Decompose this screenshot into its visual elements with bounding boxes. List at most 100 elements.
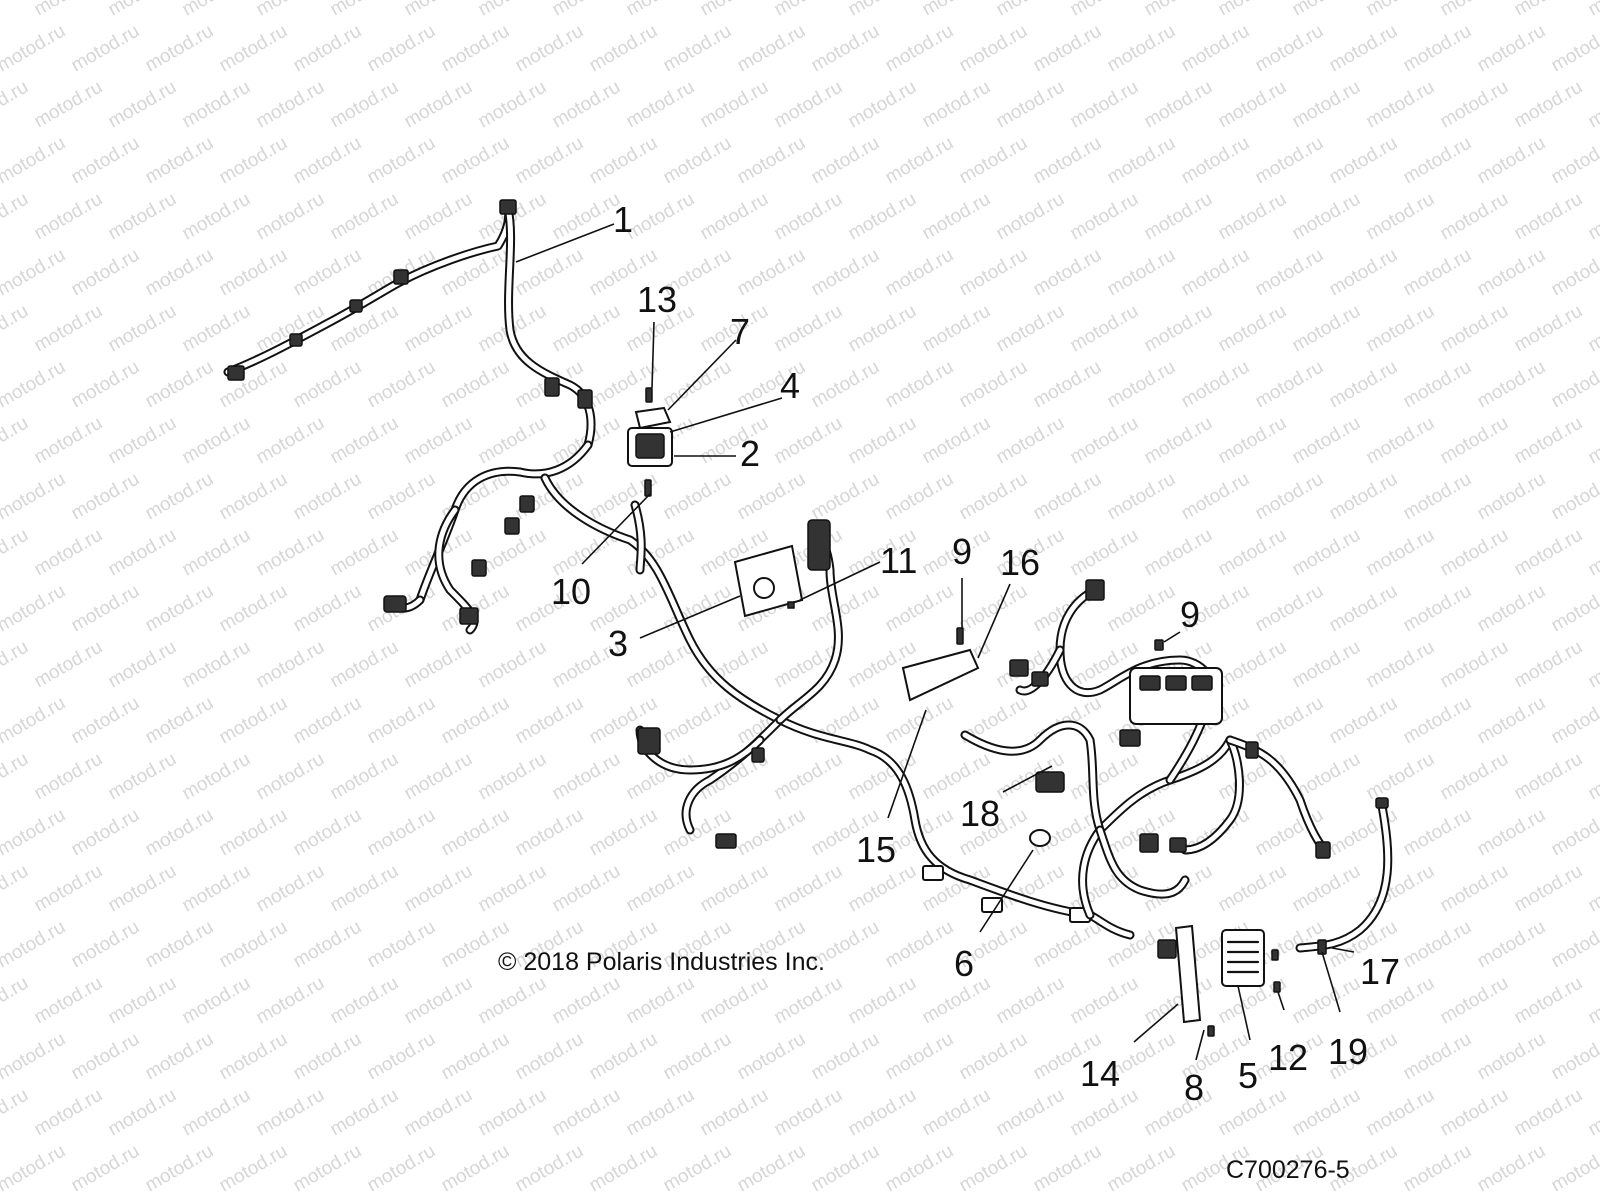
- watermark-text: motod.ru: [1585, 0, 1600, 20]
- watermark-text: motod.ru: [1548, 469, 1600, 525]
- watermark-text: motod.ru: [993, 301, 1068, 357]
- watermark-text: motod.ru: [919, 413, 994, 469]
- watermark-text: motod.ru: [512, 1029, 587, 1085]
- callout-7: 7: [730, 311, 750, 352]
- clip-icon: [349, 299, 363, 313]
- watermark-text: motod.ru: [438, 1141, 513, 1197]
- watermark-text: motod.ru: [475, 0, 550, 20]
- watermark-text: motod.ru: [1474, 245, 1549, 301]
- watermark-text: motod.ru: [327, 749, 402, 805]
- watermark-text: motod.ru: [1067, 749, 1142, 805]
- watermark-text: motod.ru: [734, 133, 809, 189]
- watermark-text: motod.ru: [1289, 1085, 1364, 1141]
- watermark-text: motod.ru: [105, 1085, 180, 1141]
- watermark-text: motod.ru: [327, 0, 402, 20]
- watermark-text: motod.ru: [660, 1029, 735, 1085]
- watermark-text: motod.ru: [1030, 1141, 1105, 1197]
- watermark-text: motod.ru: [549, 973, 624, 1029]
- watermark-text: motod.ru: [1511, 77, 1586, 133]
- drawing-number: C700276-5: [1226, 1156, 1350, 1184]
- callout-17: 17: [1360, 951, 1400, 992]
- watermark-text: motod.ru: [1437, 637, 1512, 693]
- watermark-text: motod.ru: [1363, 301, 1438, 357]
- watermark-text: motod.ru: [808, 1141, 883, 1197]
- clip-icon: [393, 269, 409, 285]
- watermark-text: motod.ru: [1141, 413, 1216, 469]
- watermark-text: motod.ru: [179, 525, 254, 581]
- watermark-text: motod.ru: [1289, 525, 1364, 581]
- regulator-5: [1207, 929, 1281, 1037]
- watermark-text: motod.ru: [179, 749, 254, 805]
- harness-upper-branch: [223, 199, 596, 450]
- watermark-text: motod.ru: [1289, 77, 1364, 133]
- bracket-14: [1157, 924, 1202, 1024]
- watermark-text: motod.ru: [734, 805, 809, 861]
- screw-icon: [1271, 949, 1279, 961]
- connector-icon: [504, 517, 520, 535]
- watermark-text: motod.ru: [845, 1085, 920, 1141]
- watermark-text: motod.ru: [0, 917, 69, 973]
- watermark-text: motod.ru: [216, 693, 291, 749]
- watermark-text: motod.ru: [549, 301, 624, 357]
- watermark-text: motod.ru: [1474, 581, 1549, 637]
- watermark-text: motod.ru: [956, 581, 1031, 637]
- watermark-text: motod.ru: [0, 0, 32, 20]
- connector-icon: [1035, 771, 1065, 793]
- watermark-text: motod.ru: [1548, 1029, 1600, 1085]
- watermark-text: motod.ru: [68, 1029, 143, 1085]
- connector-icon: [715, 833, 737, 849]
- watermark-text: motod.ru: [1141, 189, 1216, 245]
- callout-12: 12: [1268, 1037, 1308, 1078]
- watermark-text: motod.ru: [660, 357, 735, 413]
- callout-4: 4: [780, 365, 800, 406]
- connector-icon: [1119, 729, 1141, 747]
- watermark-text: motod.ru: [31, 1085, 106, 1141]
- watermark-text: motod.ru: [438, 357, 513, 413]
- watermark-text: motod.ru: [1104, 357, 1179, 413]
- watermark-text: motod.ru: [0, 77, 32, 133]
- watermark-text: motod.ru: [253, 861, 328, 917]
- watermark-text: motod.ru: [1474, 805, 1549, 861]
- watermark-text: motod.ru: [1141, 973, 1216, 1029]
- watermark-text: motod.ru: [253, 749, 328, 805]
- watermark-text: motod.ru: [401, 189, 476, 245]
- clip-icon: [922, 865, 944, 881]
- watermark-text: motod.ru: [0, 245, 69, 301]
- watermark-text: motod.ru: [0, 525, 32, 581]
- callout-2: 2: [740, 433, 760, 474]
- watermark-text: motod.ru: [1289, 189, 1364, 245]
- watermark-text: motod.ru: [1141, 0, 1216, 20]
- watermark-text: motod.ru: [438, 1029, 513, 1085]
- watermark-text: motod.ru: [68, 357, 143, 413]
- copyright-notice: © 2018 Polaris Industries Inc.: [498, 948, 825, 976]
- watermark-text: motod.ru: [808, 581, 883, 637]
- watermark-text: motod.ru: [253, 1085, 328, 1141]
- watermark-text: motod.ru: [1400, 21, 1475, 77]
- watermark-text: motod.ru: [1104, 581, 1179, 637]
- watermark-text: motod.ru: [845, 77, 920, 133]
- watermark-text: motod.ru: [1363, 189, 1438, 245]
- watermark-text: motod.ru: [1215, 413, 1290, 469]
- watermark-text: motod.ru: [697, 1085, 772, 1141]
- watermark-text: motod.ru: [1511, 189, 1586, 245]
- watermark-text: motod.ru: [845, 973, 920, 1029]
- watermark-text: motod.ru: [1548, 581, 1600, 637]
- watermark-text: motod.ru: [1252, 693, 1327, 749]
- watermark-text: motod.ru: [290, 133, 365, 189]
- watermark-text: motod.ru: [0, 693, 69, 749]
- watermark-text: motod.ru: [0, 1141, 69, 1197]
- watermark-text: motod.ru: [142, 469, 217, 525]
- watermark-text: motod.ru: [0, 413, 32, 469]
- watermark-text: motod.ru: [549, 749, 624, 805]
- watermark-text: motod.ru: [956, 1141, 1031, 1197]
- watermark-text: motod.ru: [364, 357, 439, 413]
- watermark-text: motod.ru: [0, 581, 69, 637]
- watermark-text: motod.ru: [808, 1029, 883, 1085]
- watermark-text: motod.ru: [993, 413, 1068, 469]
- watermark-text: motod.ru: [956, 357, 1031, 413]
- watermark-text: motod.ru: [1585, 301, 1600, 357]
- terminal-icon: [1375, 797, 1389, 809]
- bracket-icon: [634, 406, 672, 430]
- watermark-text: motod.ru: [512, 805, 587, 861]
- watermark-text: motod.ru: [327, 189, 402, 245]
